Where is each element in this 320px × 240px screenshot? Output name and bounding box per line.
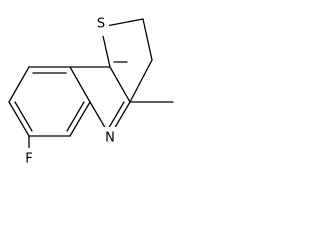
bond xyxy=(69,66,91,103)
bond xyxy=(129,59,153,103)
atom-label-f: F xyxy=(21,148,37,170)
sulfur-label: S xyxy=(97,17,105,32)
nitrogen-label: N xyxy=(105,131,115,146)
atom-label-n: N xyxy=(102,127,118,149)
fluorine-label: F xyxy=(25,152,32,167)
double-bond-inner xyxy=(14,101,33,132)
double-bond-inner xyxy=(66,101,85,132)
bond xyxy=(109,66,131,103)
benzene-ring xyxy=(8,66,91,137)
bond xyxy=(69,101,91,137)
bond xyxy=(142,18,153,61)
bond xyxy=(8,66,30,103)
chemical-structure-diagram: S N F xyxy=(8,14,174,170)
bond xyxy=(8,101,30,137)
pyridine-ring xyxy=(69,66,131,137)
double-bond-inner xyxy=(106,101,125,132)
atom-label-s: S xyxy=(93,14,109,36)
